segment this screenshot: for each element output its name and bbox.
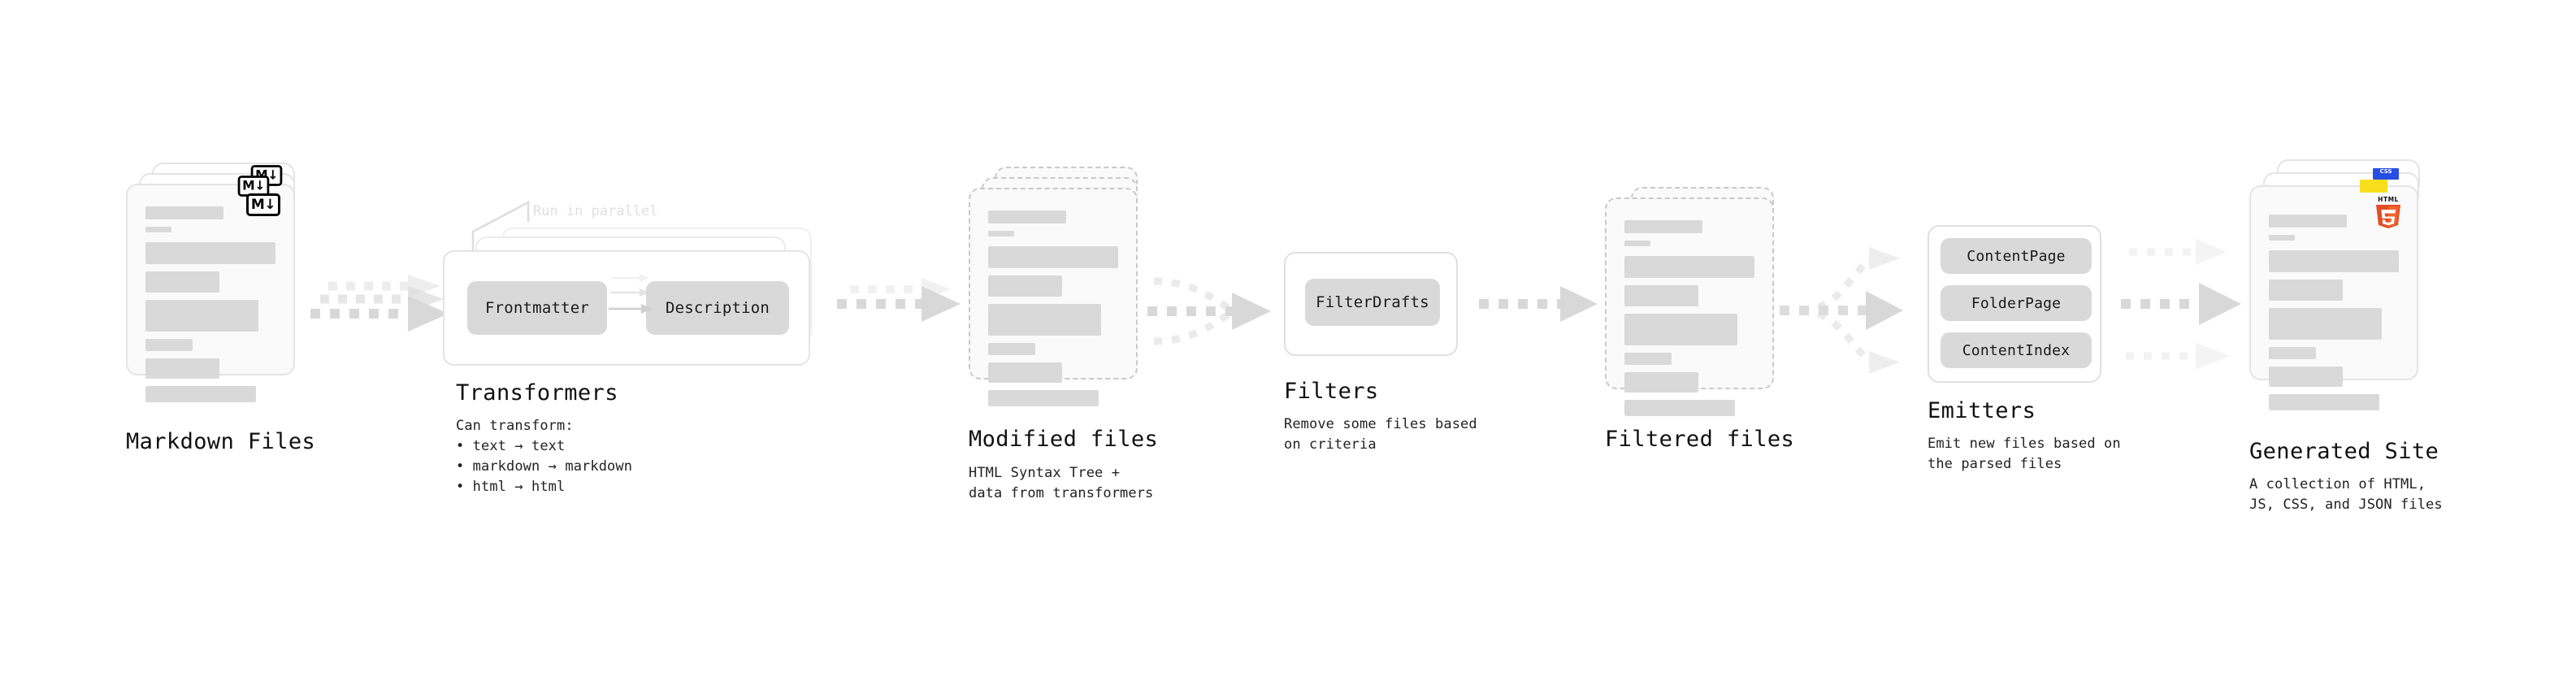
content-bar: [145, 339, 193, 351]
arrow-group-transformers-to-modified: [837, 278, 961, 322]
chip-label: ContentIndex: [1962, 341, 2071, 359]
transformers-title: Transformers: [456, 380, 618, 406]
content-bar: [2269, 280, 2344, 301]
modified-files-caption: HTML Syntax Tree + data from transformer…: [969, 465, 1154, 501]
chip-label: FilterDrafts: [1316, 293, 1429, 311]
site-sheet-html: [2249, 185, 2418, 410]
markdown-sheet-front: [126, 184, 295, 402]
markdown-badge-glyph: M↓: [242, 178, 265, 193]
modified-sheet-front: [969, 188, 1138, 406]
run-in-parallel-bracket: [471, 200, 530, 251]
filtered-sheet-front: [1605, 197, 1774, 416]
content-bar: [2269, 308, 2383, 340]
content-bar: [1624, 353, 1672, 365]
chip-label: ContentPage: [1967, 247, 2066, 265]
transformers-caption: Can transform: • text → text • markdown …: [456, 418, 633, 495]
content-bar: [1624, 372, 1699, 393]
emitters-title: Emitters: [1928, 398, 2036, 423]
chip-label: FolderPage: [1971, 294, 2062, 312]
content-bar: [2269, 394, 2379, 410]
arrow-group-filtered-to-emitters: [1780, 247, 1903, 374]
html5-word: HTML: [2378, 196, 2399, 203]
transformer-chip-description[interactable]: Description: [646, 281, 789, 335]
filters-caption: Remove some files based on criteria: [1284, 416, 1477, 453]
transformers-inner-arrows: [609, 274, 653, 314]
content-bar: [1624, 285, 1699, 306]
filter-chip-filterdrafts[interactable]: FilterDrafts: [1305, 279, 1440, 326]
filters-title: Filters: [1284, 379, 1379, 404]
content-bar: [2269, 215, 2347, 228]
transformers-panel-front: Frontmatter Description: [443, 250, 810, 366]
content-bar: [1624, 400, 1735, 416]
content-bar: [988, 231, 1014, 236]
chip-label: Frontmatter: [484, 299, 590, 317]
arrow-group-emitters-to-site: [2121, 239, 2241, 369]
emitter-chip-contentpage[interactable]: ContentPage: [1941, 238, 2092, 274]
markdown-files-title: Markdown Files: [126, 429, 316, 454]
content-bar: [1624, 256, 1754, 278]
emitter-chip-folderpage[interactable]: FolderPage: [1941, 285, 2092, 321]
site-sheet-content: [2251, 187, 2417, 410]
content-bar: [1624, 241, 1650, 246]
arrow-group-markdown-to-transformers: [310, 275, 449, 332]
css-badge-label: CSS: [2379, 168, 2392, 175]
arrow-group-filters-to-filtered: [1479, 286, 1598, 322]
content-bar: [988, 304, 1102, 336]
css-badge: CSS: [2373, 168, 2399, 180]
emitter-chip-contentindex[interactable]: ContentIndex: [1941, 332, 2092, 368]
html5-badge-svg: HTML: [2376, 196, 2400, 228]
content-bar: [988, 210, 1066, 223]
content-bar: [988, 275, 1063, 297]
content-bar: [2269, 347, 2316, 359]
content-bar: [2269, 250, 2399, 272]
generated-site-caption: A collection of HTML, JS, CSS, and JSON …: [2249, 476, 2443, 513]
markdown-badge: M↓: [246, 193, 280, 216]
markdown-sheet-content: [128, 185, 293, 402]
content-bar: [145, 300, 259, 332]
filtered-sheet-content: [1607, 199, 1772, 416]
modified-sheet-content: [970, 189, 1136, 406]
content-bar: [145, 386, 256, 402]
modified-files-title: Modified files: [969, 427, 1159, 452]
content-bar: [2269, 235, 2295, 241]
content-bar: [1624, 314, 1738, 345]
content-bar: [988, 343, 1035, 355]
content-bar: [2269, 367, 2344, 387]
content-bar: [988, 246, 1118, 268]
emitters-panel: ContentPage FolderPage ContentIndex: [1928, 225, 2101, 383]
filtered-files-title: Filtered files: [1605, 427, 1795, 452]
content-bar: [988, 390, 1099, 406]
run-in-parallel-label: Run in parallel: [533, 203, 658, 219]
content-bar: [1624, 220, 1702, 233]
html5-badge: HTML: [2374, 195, 2403, 231]
markdown-badge-glyph: M↓: [250, 196, 276, 213]
chip-label: Description: [665, 299, 770, 317]
js-badge: [2360, 180, 2387, 193]
content-bar: [145, 242, 275, 264]
content-bar: [988, 362, 1063, 383]
generated-site-title: Generated Site: [2249, 439, 2439, 464]
content-bar: [145, 358, 220, 379]
emitters-caption: Emit new files based on the parsed files: [1928, 436, 2121, 472]
content-bar: [145, 271, 220, 293]
content-bar: [145, 227, 171, 232]
filters-panel: FilterDrafts: [1284, 252, 1458, 356]
content-bar: [145, 206, 223, 219]
transformer-chip-frontmatter[interactable]: Frontmatter: [467, 281, 607, 335]
arrow-group-modified-to-filters: [1147, 277, 1271, 345]
